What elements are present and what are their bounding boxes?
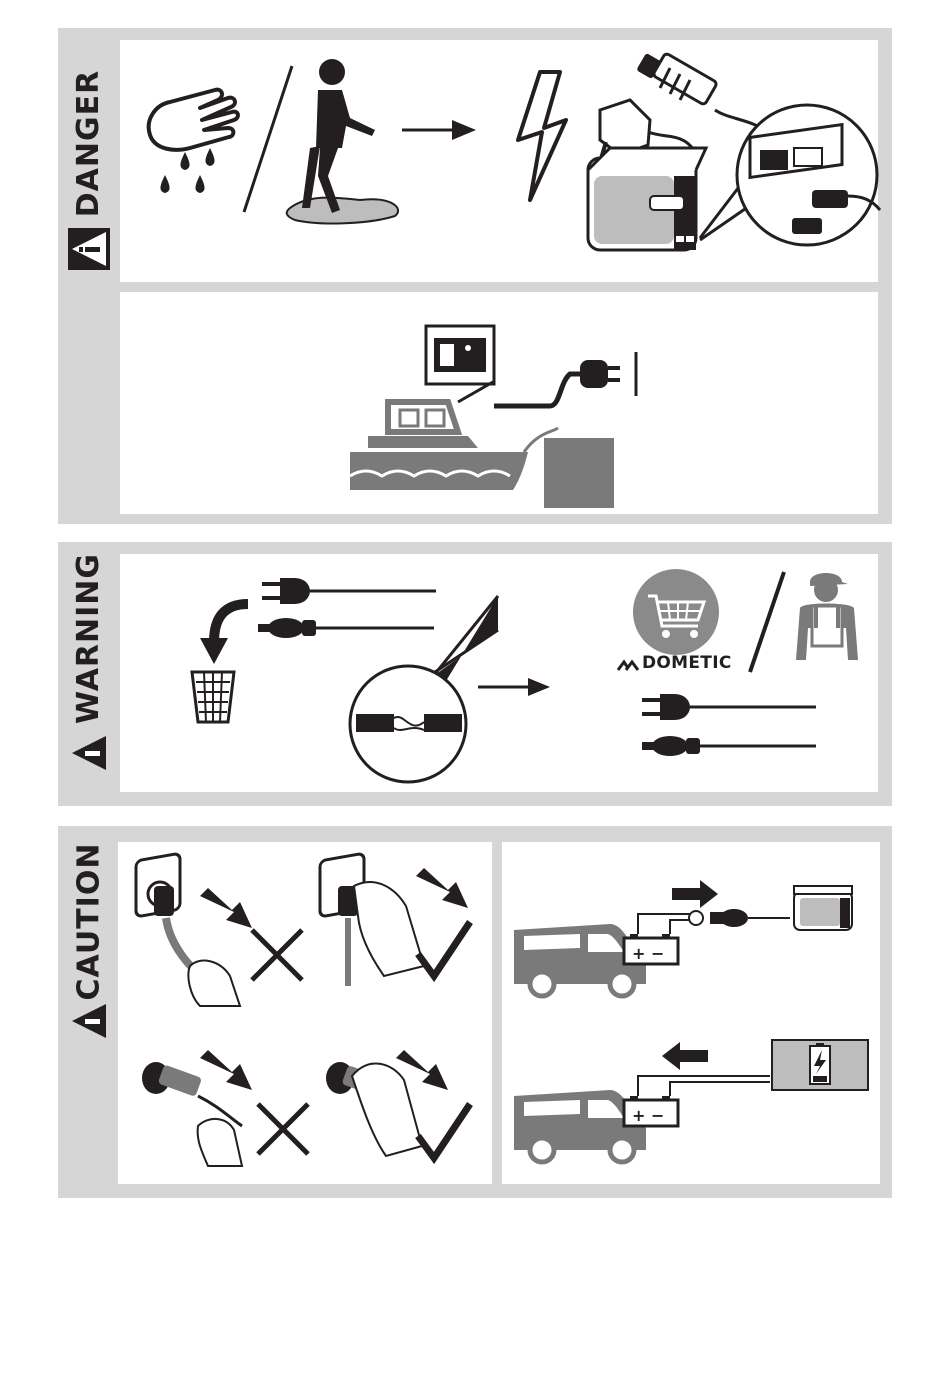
battery-icon: + −	[622, 1094, 682, 1128]
shopping-cart-icon	[632, 568, 720, 656]
battery-icon: + −	[622, 932, 682, 966]
socket-detail-magnifier	[732, 100, 882, 250]
dometic-logo-icon	[616, 658, 640, 672]
danger-box-top	[120, 40, 878, 282]
charger-icon	[770, 1038, 870, 1092]
cross-mark-icon	[248, 926, 306, 984]
arrow-left-icon	[662, 1042, 710, 1070]
person-in-water-icon	[280, 58, 410, 228]
service-technician-icon	[792, 568, 862, 664]
arrow-right-icon	[672, 880, 720, 908]
wet-hand-icon	[140, 80, 250, 200]
caution-box-right: + − +	[502, 842, 880, 1184]
arrow-icon	[394, 1048, 450, 1092]
arrow-right-icon	[478, 676, 552, 698]
brand-name: DOMETIC	[642, 653, 732, 673]
danger-sidebar: DANGER	[58, 28, 120, 524]
warning-triangle-icon	[68, 732, 110, 774]
danger-panel: DANGER	[58, 28, 892, 524]
arrow-icon	[414, 866, 470, 910]
cooler-box-icon	[580, 140, 720, 260]
damaged-cable-icon	[348, 594, 498, 784]
cooler-box-icon	[790, 884, 856, 932]
lightning-bolt-icon	[512, 70, 572, 210]
caution-panel: CAUTION	[58, 826, 892, 1198]
caution-box-left	[118, 842, 492, 1184]
caution-sidebar: CAUTION	[58, 826, 120, 1198]
svg-text:+ −: + −	[632, 944, 664, 963]
warning-panel: WARNING	[58, 542, 892, 806]
trash-bin-icon	[188, 668, 238, 724]
warning-box: DOMETIC	[120, 554, 878, 792]
boat-icon	[348, 392, 618, 512]
charge-wiring	[630, 1070, 780, 1098]
check-mark-icon	[414, 1100, 474, 1164]
divider-slash	[746, 570, 786, 674]
unplug-by-cable-icon	[130, 856, 250, 1006]
caution-label: CAUTION	[58, 836, 120, 1006]
warning-label: WARNING	[58, 548, 120, 728]
car-plug-icon	[640, 734, 820, 758]
cross-mark-icon	[254, 1100, 312, 1158]
check-mark-icon	[414, 918, 474, 982]
danger-label: DANGER	[58, 58, 120, 228]
svg-text:+ −: + −	[632, 1106, 664, 1125]
mains-plug-icon	[640, 692, 820, 722]
arrow-icon	[198, 886, 254, 930]
arrow-right-icon	[402, 118, 477, 142]
curved-arrow-icon	[194, 598, 254, 668]
warning-sidebar: WARNING	[58, 542, 120, 806]
arrow-icon	[198, 1048, 254, 1092]
warning-triangle-icon	[68, 228, 110, 270]
warning-triangle-icon	[68, 1000, 110, 1042]
danger-box-bottom	[120, 292, 878, 514]
